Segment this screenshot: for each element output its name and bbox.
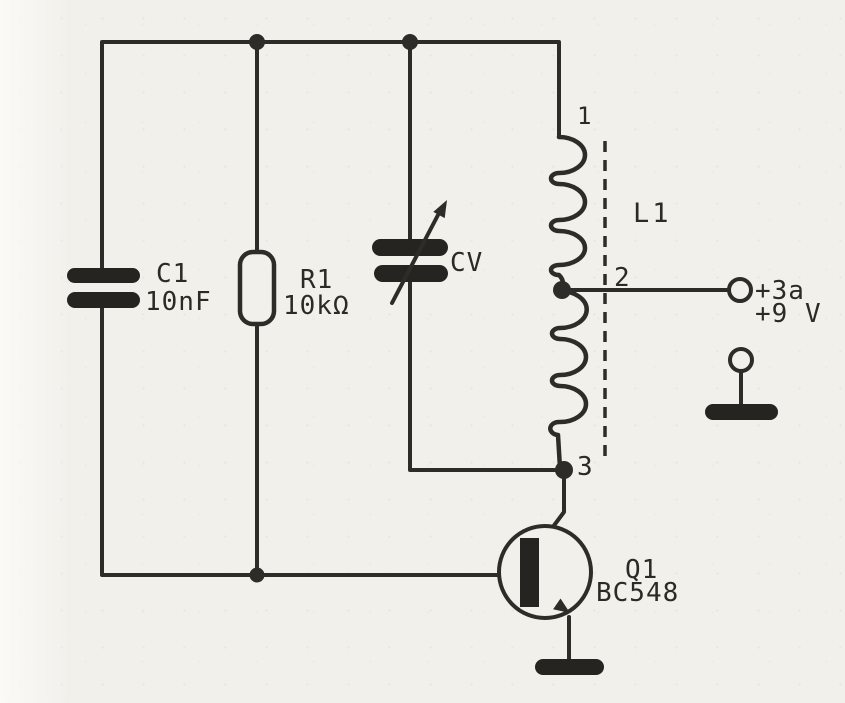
supply-line1-label: +3a	[755, 276, 805, 306]
supply-line2-label: +9 V	[755, 299, 822, 329]
l1-ref-label: L1	[633, 198, 672, 229]
junction-dot-icon	[402, 34, 418, 50]
l1-tap2-label: 2	[614, 263, 631, 293]
ground-terminal	[705, 347, 778, 420]
junction-dots	[249, 34, 573, 583]
l1-tap3-label: 3	[577, 452, 594, 482]
cv-top-plate-icon	[372, 239, 448, 256]
q1-base-bar-icon	[520, 538, 539, 607]
q1-emitter-arrowhead-icon	[553, 598, 570, 613]
ground-terminal-bar-icon	[705, 404, 778, 420]
cv-arrowhead-icon	[433, 200, 447, 219]
junction-dot-tap2-icon	[553, 281, 571, 299]
wire-cv-to-tap3	[408, 280, 558, 472]
supply-terminal-circle-icon	[727, 277, 753, 303]
capacitor-c1-symbol: C1 10nF	[67, 259, 212, 317]
supply-terminal: +3a +9 V	[727, 276, 822, 329]
q1-envelope-icon	[497, 524, 593, 620]
l1-coil-icon	[548, 134, 589, 471]
c1-bottom-plate-icon	[67, 292, 140, 308]
ground-terminal-circle-icon	[728, 347, 754, 373]
wire-bottom-bus-base	[100, 306, 523, 577]
ground-bar-icon	[535, 659, 604, 675]
c1-ref-label: C1	[156, 259, 189, 289]
l1-tap1-label: 1	[577, 102, 592, 130]
emitter-ground-symbol	[535, 659, 604, 675]
variable-capacitor-cv-symbol: CV	[372, 200, 483, 305]
junction-dot-icon	[249, 34, 265, 50]
cv-bottom-plate-icon	[374, 265, 448, 282]
junction-dot-icon	[249, 567, 265, 583]
junction-dot-tap3-icon	[555, 461, 573, 479]
r1-body-icon	[237, 249, 277, 327]
cv-ref-label: CV	[450, 248, 483, 278]
wire-top-bus	[100, 40, 561, 272]
transistor-q1-symbol: Q1 BC548	[497, 524, 679, 620]
c1-top-plate-icon	[67, 268, 140, 283]
q1-value-label: BC548	[596, 578, 679, 608]
c1-value-label: 10nF	[145, 287, 212, 317]
resistor-r1-symbol: R1 10kΩ	[237, 249, 350, 327]
r1-value-label: 10kΩ	[283, 291, 350, 321]
cv-arrow-shaft-icon	[390, 213, 440, 305]
r1-ref-label: R1	[300, 265, 333, 295]
wires	[100, 40, 743, 662]
q1-ref-label: Q1	[625, 555, 658, 585]
